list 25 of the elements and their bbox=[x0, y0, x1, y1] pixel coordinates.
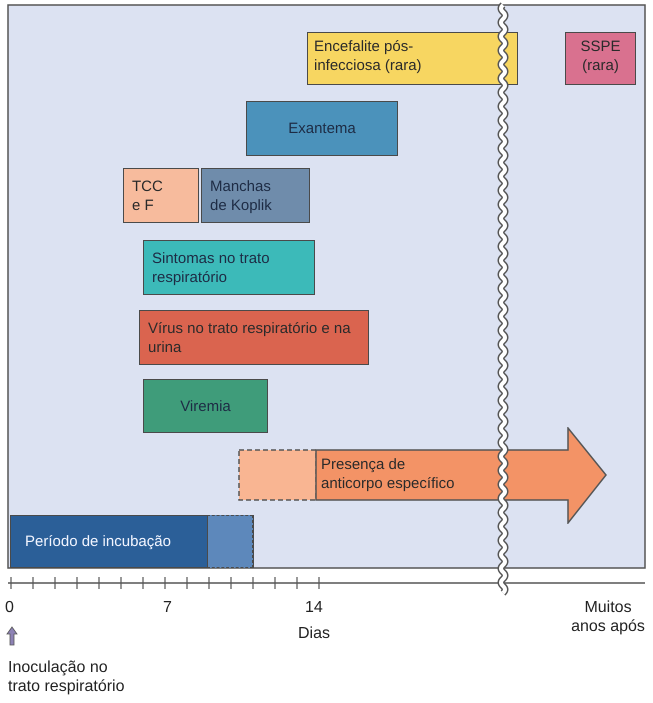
timeline-bar bbox=[143, 240, 315, 295]
timeline-bar bbox=[201, 168, 310, 223]
bar-label: Exantema bbox=[288, 119, 356, 138]
timeline-bar bbox=[139, 310, 369, 365]
timeline-bar bbox=[565, 32, 636, 85]
bar-label: TCC e F bbox=[132, 176, 164, 214]
bar-label: Viremia bbox=[180, 396, 231, 416]
axis-tick-label: 7 bbox=[163, 598, 172, 617]
axis-title: Dias bbox=[298, 624, 330, 643]
bar-label: Encefalite pós-infecciosa (rara) bbox=[314, 37, 423, 75]
timeline-bar bbox=[246, 101, 398, 156]
bar-label: Vírus no trato respiratório e na urina bbox=[148, 318, 352, 356]
timeline-bar bbox=[10, 515, 254, 568]
bar-label: SSPE (rara) bbox=[579, 37, 622, 75]
timeline-bar bbox=[307, 32, 518, 85]
bar-label: Período de incubação bbox=[25, 532, 171, 551]
timeline-bar bbox=[143, 379, 268, 433]
bar-label: Manchas de Koplik bbox=[210, 176, 273, 214]
axis-tick-label: 0 bbox=[5, 598, 14, 617]
bar-label: Presença de anticorpo específico bbox=[321, 455, 456, 493]
bar-label: Sintomas no trato respiratório bbox=[152, 248, 271, 286]
axis-tick-label: 14 bbox=[305, 598, 323, 617]
timeline-bar bbox=[123, 168, 199, 223]
axis-tick-label: Muitos anos após bbox=[570, 598, 646, 636]
annotation-text: Inoculação no trato respiratório bbox=[8, 658, 126, 696]
